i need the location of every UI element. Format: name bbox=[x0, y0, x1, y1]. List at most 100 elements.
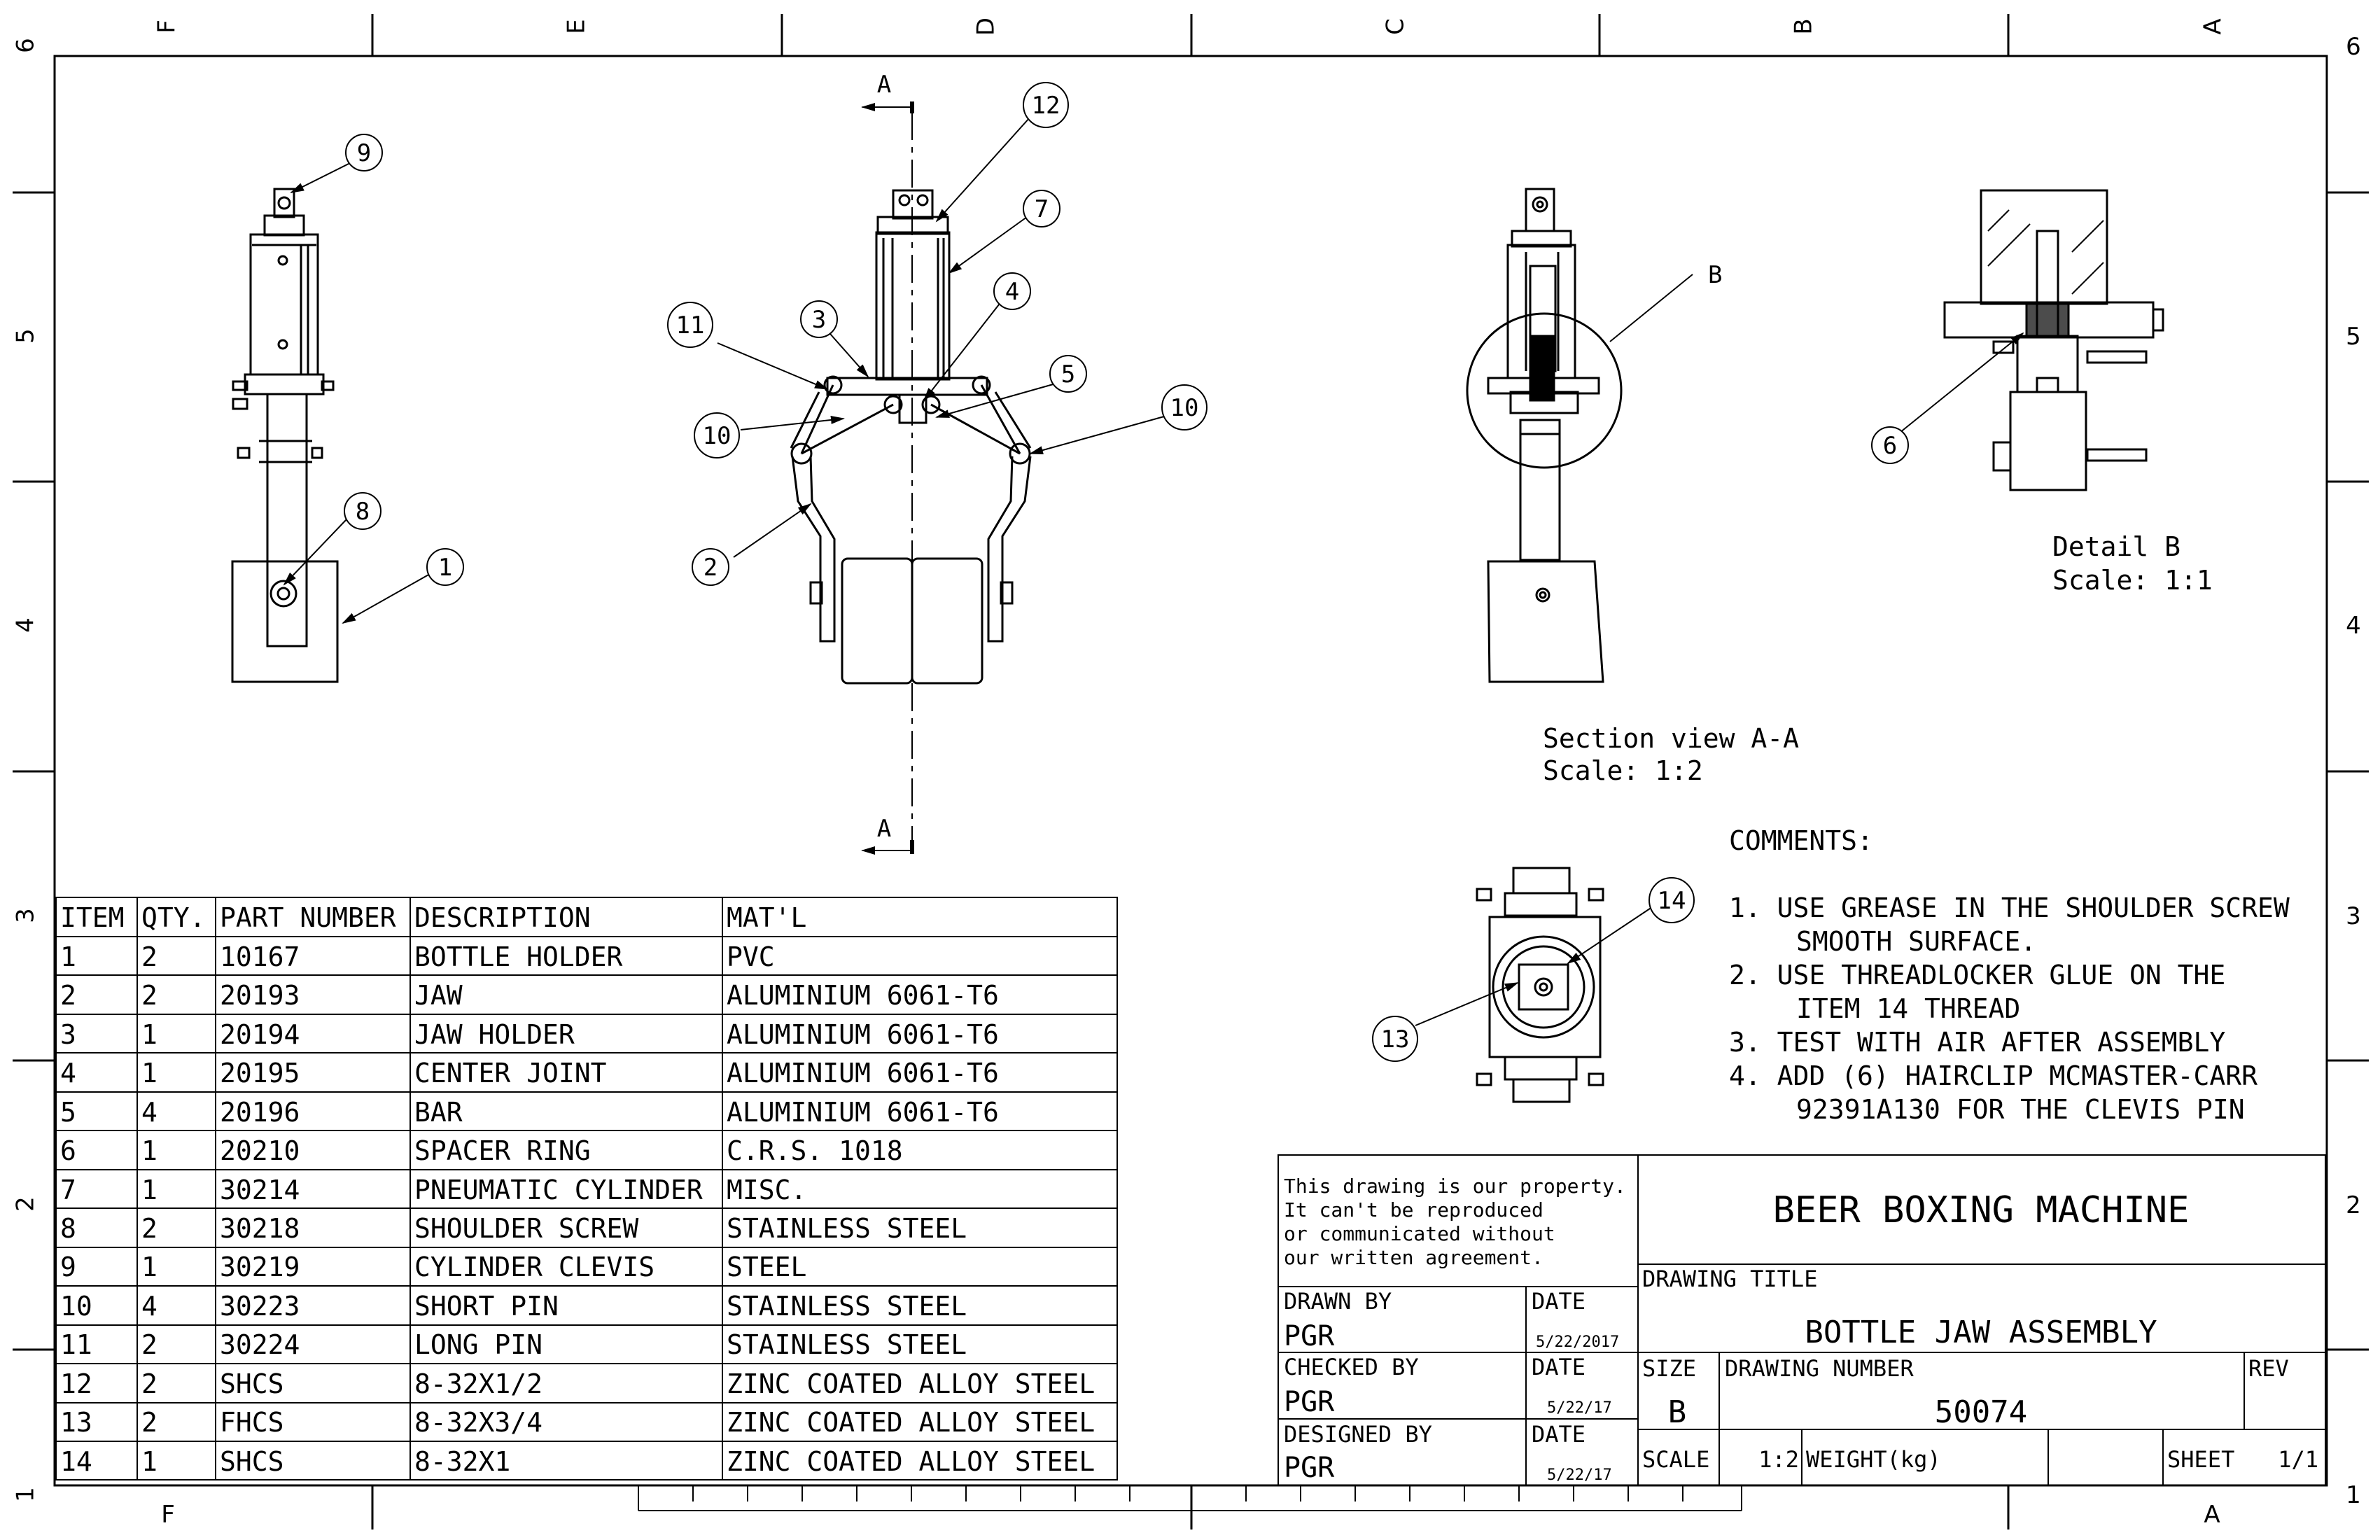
bom-cell: 7 bbox=[60, 1175, 76, 1205]
bom-cell: CENTER JOINT bbox=[414, 1058, 607, 1088]
bom-cell: 20194 bbox=[220, 1019, 300, 1050]
zone-row-2-right: 2 bbox=[2346, 1191, 2361, 1219]
bom-cell: SPACER RING bbox=[414, 1135, 591, 1166]
bom-cell: 1 bbox=[141, 1446, 158, 1477]
svg-text:10: 10 bbox=[703, 422, 732, 450]
bom-cell: 4 bbox=[141, 1291, 158, 1322]
bom-cell: ALUMINIUM 6061-T6 bbox=[727, 1097, 999, 1128]
bom-cell: 1 bbox=[60, 941, 76, 972]
zone-row-6-left: 6 bbox=[12, 38, 40, 53]
designed-date-label: DATE bbox=[1532, 1421, 1586, 1448]
bom-cell: 10167 bbox=[220, 941, 300, 972]
bom-cell: 10 bbox=[60, 1291, 92, 1322]
bom-cell: SHCS bbox=[220, 1368, 284, 1399]
svg-text:6: 6 bbox=[1883, 432, 1897, 460]
bom-header-cell: PART NUMBER bbox=[220, 902, 396, 933]
balloon-6: 6 bbox=[1871, 426, 1909, 464]
zone-row-1-right: 1 bbox=[2346, 1481, 2361, 1509]
detail-marker-b: B bbox=[1708, 261, 1722, 289]
zone-row-1-left: 1 bbox=[12, 1487, 40, 1502]
checked-date-label: DATE bbox=[1532, 1354, 1586, 1380]
sheet-value: 1/1 bbox=[2278, 1446, 2318, 1473]
bom-cell: 3 bbox=[60, 1019, 76, 1050]
bom-cell: 8-32X1/2 bbox=[414, 1368, 542, 1399]
bom-cell: 2 bbox=[141, 1407, 158, 1438]
section-label-top: A bbox=[877, 71, 891, 99]
designed-date: 5/22/17 bbox=[1547, 1466, 1612, 1484]
drawing-number-label: DRAWING NUMBER bbox=[1725, 1355, 1914, 1382]
bom-cell: 14 bbox=[60, 1446, 92, 1477]
bom-cell: SHCS bbox=[220, 1446, 284, 1477]
balloon-9: 9 bbox=[345, 134, 383, 172]
section-view-a-a bbox=[1466, 188, 1693, 683]
comment-line-6: 4. ADD (6) HAIRCLIP MCMASTER-CARR bbox=[1729, 1060, 2258, 1091]
zone-col-e: E bbox=[563, 19, 591, 34]
comment-line-4: ITEM 14 THREAD bbox=[1796, 993, 2020, 1024]
bom-cell: 9 bbox=[60, 1252, 76, 1282]
bom-cell: ZINC COATED ALLOY STEEL bbox=[727, 1446, 1095, 1477]
drawn-by-label: DRAWN BY bbox=[1284, 1288, 1392, 1315]
bom-cell: ALUMINIUM 6061-T6 bbox=[727, 1019, 999, 1050]
scale-value: 1:2 bbox=[1758, 1446, 1799, 1473]
size-value: B bbox=[1668, 1394, 1687, 1430]
svg-text:3: 3 bbox=[812, 306, 826, 334]
svg-text:14: 14 bbox=[1658, 887, 1686, 915]
drawing-frame bbox=[13, 14, 2369, 1530]
bom-cell: SHORT PIN bbox=[414, 1291, 559, 1322]
bom-cell: 2 bbox=[141, 941, 158, 972]
bom-cell: 13 bbox=[60, 1407, 92, 1438]
svg-text:8: 8 bbox=[356, 498, 370, 526]
drawing-number: 50074 bbox=[1935, 1394, 2027, 1430]
svg-text:12: 12 bbox=[1032, 92, 1060, 120]
bom-cell: STEEL bbox=[727, 1252, 806, 1282]
balloon-12: 12 bbox=[1023, 82, 1069, 128]
bom-cell: BOTTLE HOLDER bbox=[414, 941, 623, 972]
drawn-date-label: DATE bbox=[1532, 1288, 1586, 1315]
bom-cell: JAW bbox=[414, 980, 463, 1011]
bom-cell: 20196 bbox=[220, 1097, 300, 1128]
zone-row-6-right: 6 bbox=[2346, 33, 2361, 61]
bom-cell: STAINLESS STEEL bbox=[727, 1213, 967, 1244]
balloon-13: 13 bbox=[1372, 1016, 1418, 1062]
balloon-7: 7 bbox=[1023, 190, 1060, 227]
title-block-text: This drawing is our property. It can't b… bbox=[1284, 1175, 2318, 1484]
bom-cell: 4 bbox=[60, 1058, 76, 1088]
checked-by-label: CHECKED BY bbox=[1284, 1354, 1419, 1380]
balloon-4: 4 bbox=[993, 272, 1031, 310]
bom-cell: ALUMINIUM 6061-T6 bbox=[727, 1058, 999, 1088]
bom-cell: 2 bbox=[141, 1368, 158, 1399]
balloon-10-left: 10 bbox=[694, 412, 740, 458]
bom-cell: 1 bbox=[141, 1019, 158, 1050]
bom-header-cell: QTY. bbox=[141, 902, 206, 933]
size-label: SIZE bbox=[1642, 1355, 1696, 1382]
svg-text:13: 13 bbox=[1381, 1026, 1410, 1054]
designed-by: PGR bbox=[1284, 1452, 1335, 1484]
property-line-2: It can't be reproduced bbox=[1284, 1198, 1544, 1222]
balloon-1: 1 bbox=[426, 548, 464, 586]
zone-row-5-right: 5 bbox=[2346, 323, 2361, 351]
project-title: BEER BOXING MACHINE bbox=[1773, 1189, 2190, 1231]
section-label-bottom: A bbox=[877, 815, 891, 843]
top-view bbox=[1476, 867, 1604, 1103]
bom-cell: 2 bbox=[60, 980, 76, 1011]
bom-cell: JAW HOLDER bbox=[414, 1019, 575, 1050]
property-line-4: our written agreement. bbox=[1284, 1246, 1544, 1269]
checked-by: PGR bbox=[1284, 1386, 1335, 1418]
weight-label: WEIGHT(kg) bbox=[1806, 1446, 1941, 1473]
bom-cell: 30214 bbox=[220, 1175, 300, 1205]
svg-text:9: 9 bbox=[357, 139, 371, 167]
zone-row-4-left: 4 bbox=[12, 617, 40, 633]
zone-col-f: F bbox=[153, 20, 181, 34]
zone-row-2-left: 2 bbox=[12, 1196, 40, 1212]
zone-row-3-right: 3 bbox=[2346, 902, 2361, 930]
detail-view-b bbox=[1943, 189, 2164, 491]
bom-cell: C.R.S. 1018 bbox=[727, 1135, 903, 1166]
balloon-5: 5 bbox=[1049, 355, 1087, 393]
bom-cell: ALUMINIUM 6061-T6 bbox=[727, 980, 999, 1011]
bom-cell: STAINLESS STEEL bbox=[727, 1291, 967, 1322]
property-line-3: or communicated without bbox=[1284, 1222, 1555, 1245]
scale-label: SCALE bbox=[1642, 1446, 1709, 1473]
svg-text:1: 1 bbox=[438, 554, 452, 582]
balloon-leaders bbox=[283, 117, 2024, 1026]
